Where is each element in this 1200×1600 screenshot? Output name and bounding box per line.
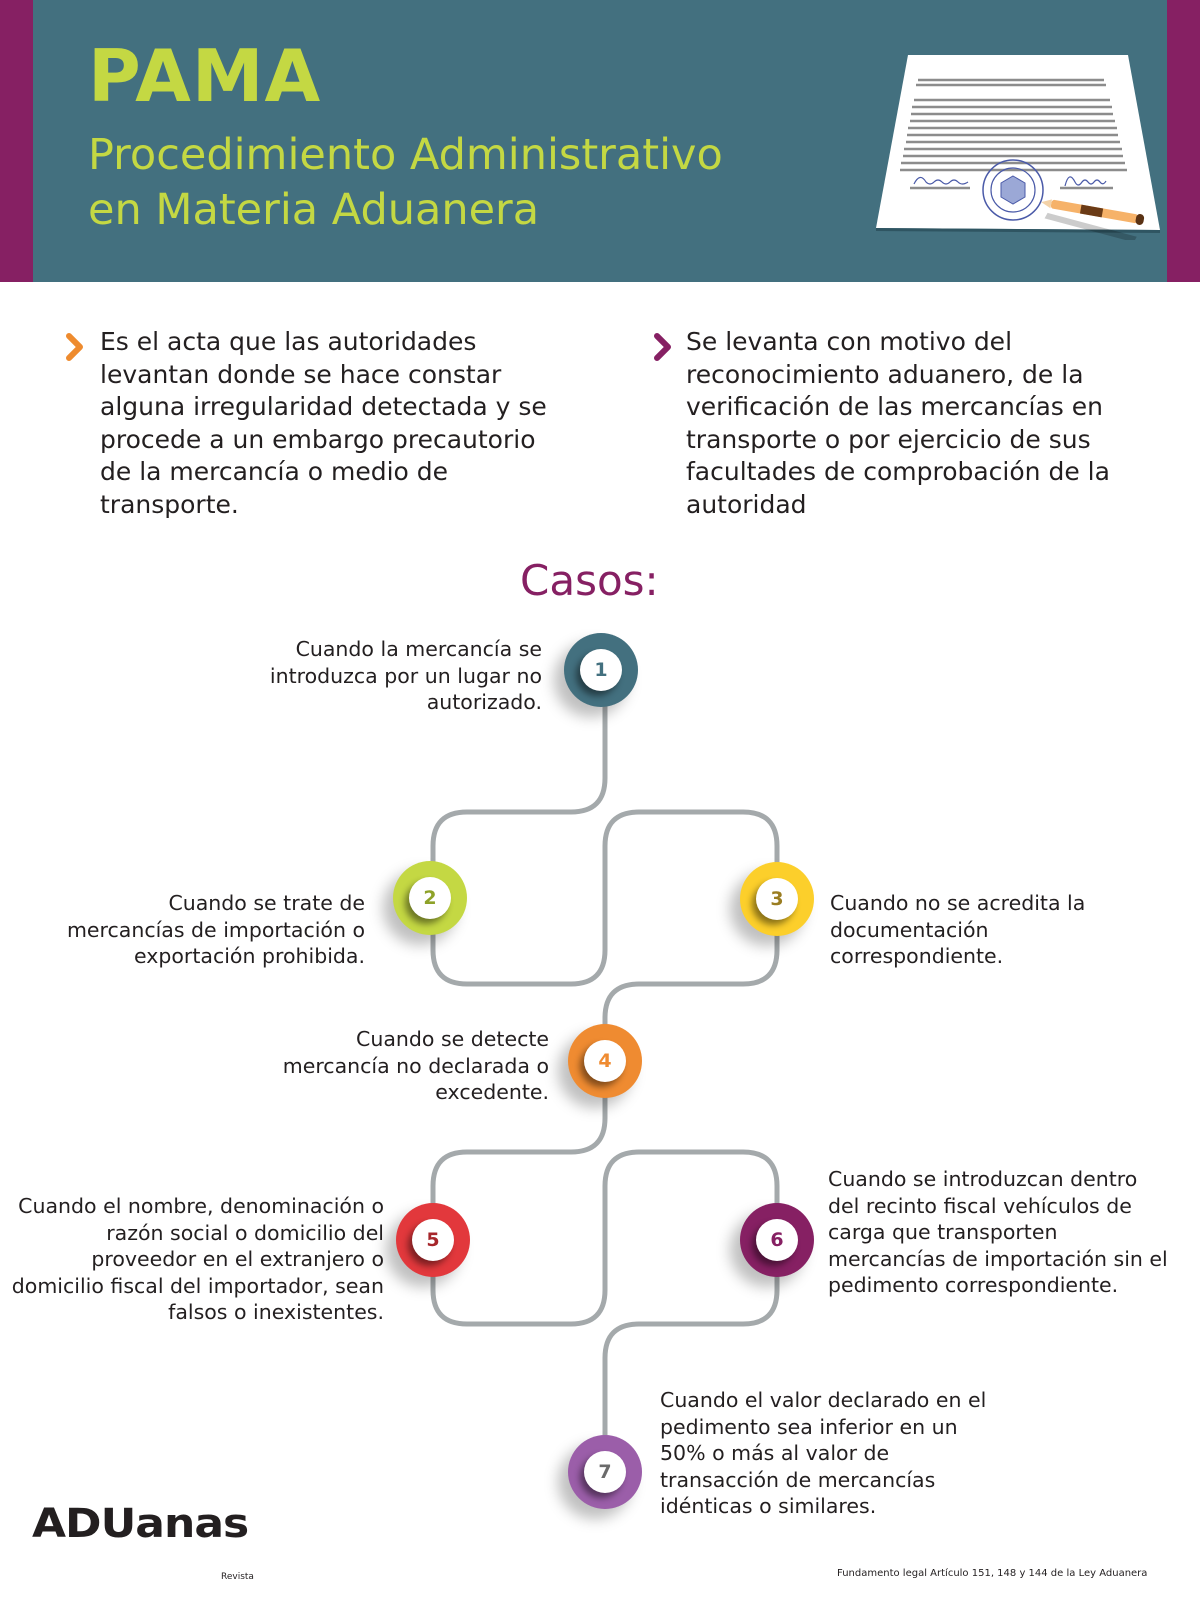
case-number-6: 6	[756, 1219, 798, 1261]
case-number-7: 7	[584, 1451, 626, 1493]
intro-context-text: Se levanta con motivo del reconocimiento…	[686, 327, 1110, 519]
case-text-5: Cuando el nombre, denominación o razón s…	[11, 1194, 384, 1324]
subtitle-line-2: en Materia Aduanera	[88, 185, 540, 235]
header-banner: PAMA Procedimiento Administrativo en Mat…	[0, 0, 1200, 282]
page-subtitle: Procedimiento Administrativo en Materia …	[88, 128, 723, 238]
chevron-right-icon	[654, 333, 671, 361]
case-text-4: Cuando se detecte mercancía no declarada…	[282, 1027, 549, 1104]
case-text-1: Cuando la mercancía se introduzca por un…	[269, 637, 542, 714]
intro-definition-text: Es el acta que las autoridades levantan …	[100, 327, 547, 519]
legal-footnote: Fundamento legal Artículo 151, 148 y 144…	[837, 1568, 1148, 1579]
case-text-6: Cuando se introduzcan dentro del recinto…	[828, 1167, 1168, 1297]
case-number-4: 4	[584, 1040, 626, 1082]
case-badge-2: 2	[393, 861, 467, 935]
right-accent-bar	[1167, 0, 1200, 282]
case-text-7: Cuando el valor declarado en el pediment…	[660, 1388, 987, 1518]
case-badge-5: 5	[396, 1203, 470, 1277]
case-number-2: 2	[409, 877, 451, 919]
case-badge-1: 1	[564, 633, 638, 707]
left-accent-bar	[0, 0, 33, 282]
case-badge-4: 4	[568, 1024, 642, 1098]
case-text-3: Cuando no se acredita la documentación c…	[830, 891, 1086, 968]
casos-heading: Casos:	[520, 556, 659, 605]
page-title: PAMA	[88, 34, 322, 118]
case-badge-7: 7	[568, 1435, 642, 1509]
subtitle-line-1: Procedimiento Administrativo	[88, 130, 723, 180]
logo-subtitle: Revista	[221, 1572, 254, 1582]
case-badge-3: 3	[740, 862, 814, 936]
chevron-right-icon	[66, 333, 83, 361]
case-number-5: 5	[412, 1219, 454, 1261]
aduanas-logo: ADUanas	[32, 1500, 249, 1547]
case-number-3: 3	[756, 878, 798, 920]
case-badge-6: 6	[740, 1203, 814, 1277]
signed-document-icon	[876, 55, 1160, 240]
case-text-2: Cuando se trate de mercancías de importa…	[66, 891, 365, 968]
case-number-1: 1	[580, 649, 622, 691]
